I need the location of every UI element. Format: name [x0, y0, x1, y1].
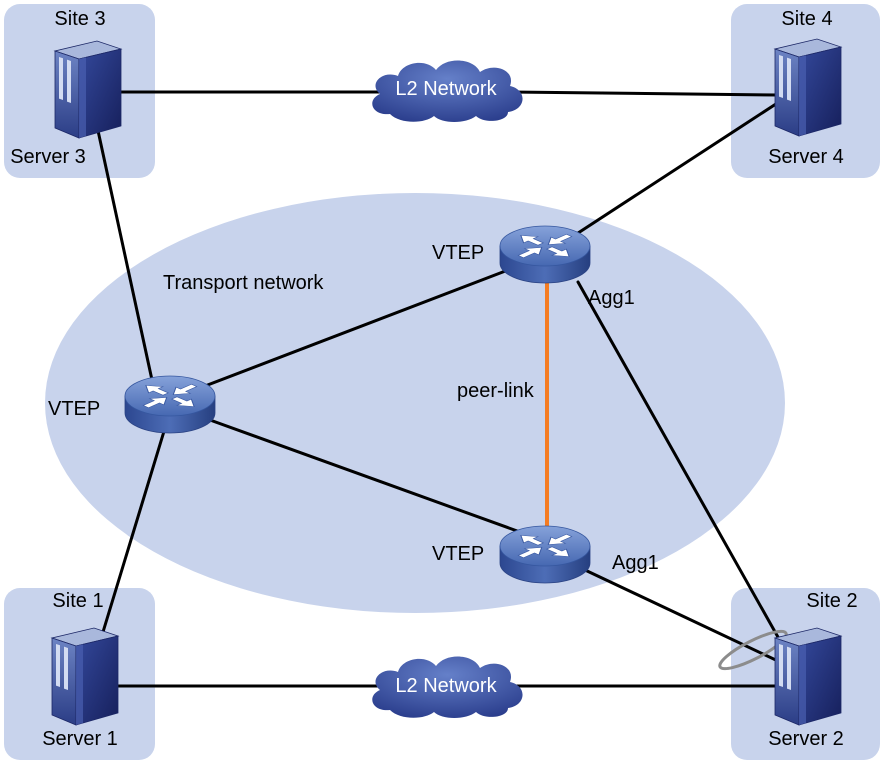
site4-label: Site 4 — [781, 8, 832, 30]
server-icon — [774, 38, 842, 137]
link-server4-vtep-top — [573, 98, 784, 237]
server-icon — [51, 627, 119, 726]
server2-label: Server 2 — [768, 728, 844, 750]
link-aggregation-icon — [718, 629, 788, 671]
vtep-top-label: VTEP — [432, 242, 484, 264]
link-vtep-left-vtep-top — [203, 268, 510, 388]
link-vtep-bottom-server2 — [583, 568, 782, 664]
site1-label: Site 1 — [52, 590, 103, 612]
l2-network-bottom: L2 Network — [372, 656, 523, 718]
l2-network-label: L2 Network — [395, 78, 497, 100]
router-icon — [499, 225, 591, 284]
transport-network-region — [45, 193, 785, 613]
link-vtep-left-server1 — [101, 426, 167, 634]
l2-network-top: L2 Network — [372, 60, 523, 122]
site3-label: Site 3 — [54, 8, 105, 30]
server4-label: Server 4 — [768, 146, 844, 168]
router-icon — [124, 375, 216, 434]
link-vtep-left-vtep-bottom — [208, 418, 522, 534]
vtep-bottom-interface-label: Agg1 — [612, 552, 659, 574]
server-icon — [774, 627, 842, 726]
link-l2-network-top-server4 — [508, 90, 780, 97]
site2-label: Site 2 — [806, 590, 857, 612]
labels: Site 3 Server 3 Site 4 Server 4 Site 1 S… — [10, 8, 857, 750]
peer-link-label: peer-link — [457, 380, 535, 402]
vtep-top-interface-label: Agg1 — [588, 287, 635, 309]
link-vtep-top-server2 — [576, 280, 794, 664]
server1-label: Server 1 — [42, 728, 118, 750]
link-server3-vtep-left — [95, 124, 154, 382]
server3-label: Server 3 — [10, 146, 86, 168]
server-icon — [54, 40, 122, 139]
router-icon — [499, 525, 591, 584]
l2-network-label: L2 Network — [395, 675, 497, 697]
transport-network-label: Transport network — [163, 272, 324, 294]
vtep-bottom-label: VTEP — [432, 543, 484, 565]
vtep-left-label: VTEP — [48, 398, 100, 420]
links — [95, 90, 794, 688]
